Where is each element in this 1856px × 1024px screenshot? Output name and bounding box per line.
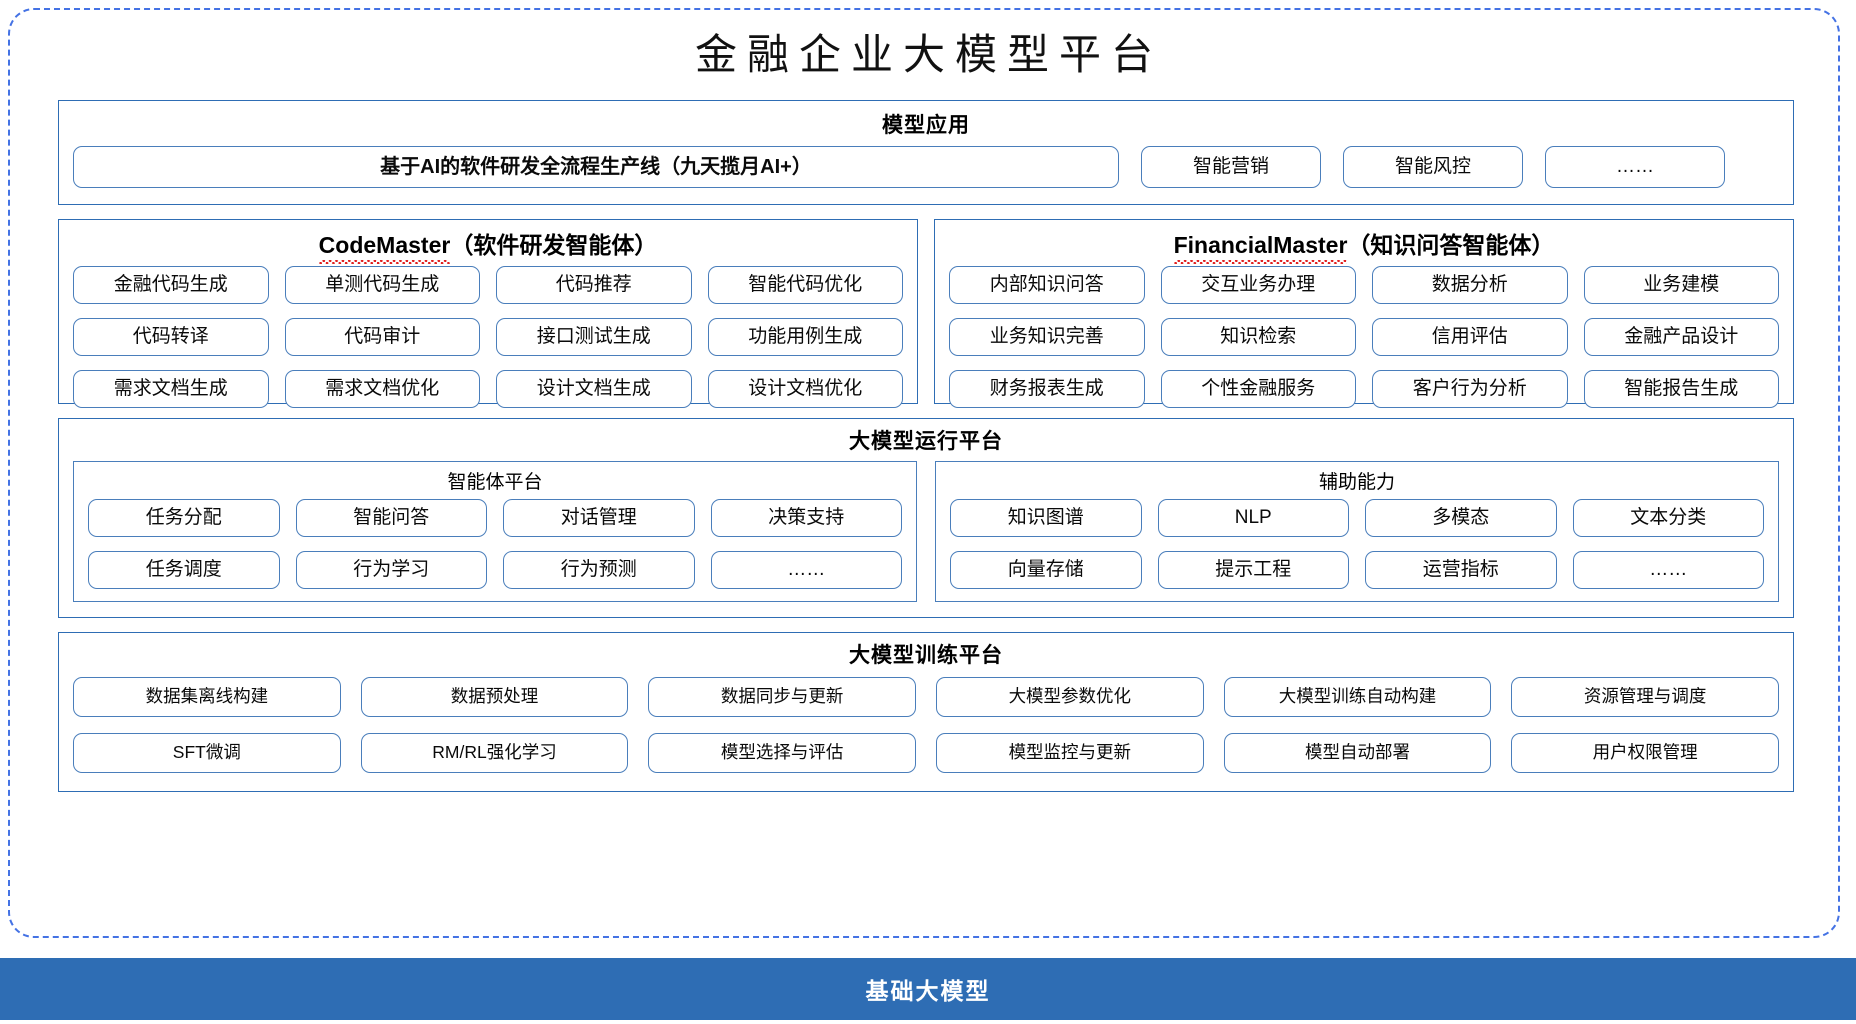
training-pill[interactable]: RM/RL强化学习 (360, 733, 629, 773)
section-training-platform: 大模型训练平台 数据集离线构建 数据预处理 数据同步与更新 大模型参数优化 大模… (58, 632, 1794, 792)
training-pill[interactable]: 数据集离线构建 (73, 677, 341, 717)
runtime-subsection-row: 智能体平台 任务分配 智能问答 对话管理 决策支持 任务调度 行为学习 行为预测… (73, 461, 1779, 602)
training-pill[interactable]: 大模型训练自动构建 (1223, 677, 1492, 717)
capability-pill[interactable]: 业务知识完善 (949, 318, 1145, 356)
agent-suffix-financialmaster: （知识问答智能体） (1347, 232, 1555, 258)
runtime-pill[interactable]: 任务分配 (88, 499, 280, 537)
section-model-application: 模型应用 基于AI的软件研发全流程生产线（九天揽月AI+） 智能营销 智能风控 … (58, 100, 1794, 205)
capability-pill[interactable]: 数据分析 (1372, 266, 1568, 304)
capability-pill[interactable]: 客户行为分析 (1372, 370, 1568, 408)
training-pill[interactable]: 模型监控与更新 (935, 733, 1204, 773)
training-pill[interactable]: 资源管理与调度 (1511, 677, 1779, 717)
runtime-pill-more[interactable]: …… (710, 551, 902, 589)
training-pill[interactable]: 大模型参数优化 (935, 677, 1204, 717)
capability-pill[interactable]: 信用评估 (1372, 318, 1568, 356)
capability-pill[interactable]: 需求文档优化 (284, 370, 480, 408)
capability-pill[interactable]: 智能代码优化 (707, 266, 903, 304)
section-title-training-platform: 大模型训练平台 (849, 644, 1003, 667)
runtime-pill[interactable]: 对话管理 (503, 499, 695, 537)
capability-pill[interactable]: 财务报表生成 (949, 370, 1145, 408)
base-model-label: 基础大模型 (865, 978, 991, 1004)
runtime-pill[interactable]: 提示工程 (1157, 551, 1349, 589)
codemaster-capability-grid: 金融代码生成 单测代码生成 代码推荐 智能代码优化 代码转译 代码审计 接口测试… (73, 266, 903, 408)
capability-pill[interactable]: 业务建模 (1583, 266, 1779, 304)
capability-pill[interactable]: 智能报告生成 (1583, 370, 1779, 408)
capability-pill[interactable]: 代码审计 (284, 318, 480, 356)
capability-pill[interactable]: 功能用例生成 (707, 318, 903, 356)
agent-header-codemaster: CodeMaster（软件研发智能体） (73, 226, 903, 264)
capability-pill[interactable]: 单测代码生成 (284, 266, 480, 304)
runtime-pill[interactable]: 文本分类 (1572, 499, 1764, 537)
section-codemaster: CodeMaster（软件研发智能体） 金融代码生成 单测代码生成 代码推荐 智… (58, 219, 918, 408)
section-title-model-application: 模型应用 (882, 114, 970, 137)
financialmaster-capability-grid: 内部知识问答 交互业务办理 数据分析 业务建模 业务知识完善 知识检索 信用评估… (949, 266, 1779, 408)
section-runtime-platform: 大模型运行平台 智能体平台 任务分配 智能问答 对话管理 决策支持 任务调度 行… (58, 418, 1794, 618)
runtime-pill[interactable]: 行为学习 (295, 551, 487, 589)
capability-pill[interactable]: 知识检索 (1160, 318, 1356, 356)
runtime-pill-more[interactable]: …… (1572, 551, 1764, 589)
capability-pill[interactable]: 代码推荐 (496, 266, 692, 304)
runtime-pill[interactable]: 向量存储 (950, 551, 1142, 589)
subsection-agent-platform: 智能体平台 任务分配 智能问答 对话管理 决策支持 任务调度 行为学习 行为预测… (73, 461, 917, 602)
runtime-pill[interactable]: 运营指标 (1365, 551, 1557, 589)
section-title-runtime-platform: 大模型运行平台 (849, 430, 1003, 453)
subsection-auxiliary-capability: 辅助能力 知识图谱 NLP 多模态 文本分类 向量存储 提示工程 运营指标 …… (935, 461, 1779, 602)
subsection-title-agent-platform: 智能体平台 (447, 472, 543, 493)
subsection-title-auxiliary-capability: 辅助能力 (1318, 472, 1395, 493)
runtime-pill[interactable]: NLP (1157, 499, 1349, 537)
agent-suffix-codemaster: （软件研发智能体） (450, 232, 658, 258)
training-pill[interactable]: 模型自动部署 (1223, 733, 1492, 773)
section-financialmaster: FinancialMaster（知识问答智能体） 内部知识问答 交互业务办理 数… (934, 219, 1794, 408)
capability-pill[interactable]: 接口测试生成 (496, 318, 692, 356)
runtime-pill[interactable]: 任务调度 (88, 551, 280, 589)
training-platform-grid: 数据集离线构建 数据预处理 数据同步与更新 大模型参数优化 大模型训练自动构建 … (73, 677, 1779, 773)
runtime-pill[interactable]: 多模态 (1365, 499, 1557, 537)
app-card-more[interactable]: …… (1545, 146, 1725, 188)
app-card-marketing[interactable]: 智能营销 (1141, 146, 1321, 188)
capability-pill[interactable]: 金融代码生成 (73, 266, 269, 304)
runtime-pill[interactable]: 知识图谱 (950, 499, 1142, 537)
diagram-container: 金融企业大模型平台 模型应用 基于AI的软件研发全流程生产线（九天揽月AI+） … (8, 8, 1840, 938)
training-pill[interactable]: 数据同步与更新 (648, 677, 916, 717)
agent-name-codemaster: CodeMaster (318, 232, 451, 264)
capability-pill[interactable]: 设计文档生成 (496, 370, 692, 408)
app-card-pipeline[interactable]: 基于AI的软件研发全流程生产线（九天揽月AI+） (73, 146, 1119, 188)
agent-header-financialmaster: FinancialMaster（知识问答智能体） (949, 226, 1779, 264)
runtime-pill[interactable]: 决策支持 (710, 499, 902, 537)
capability-pill[interactable]: 代码转译 (73, 318, 269, 356)
capability-pill[interactable]: 金融产品设计 (1583, 318, 1779, 356)
agent-platform-grid: 任务分配 智能问答 对话管理 决策支持 任务调度 行为学习 行为预测 …… (88, 499, 902, 589)
runtime-pill[interactable]: 智能问答 (295, 499, 487, 537)
training-pill[interactable]: SFT微调 (73, 733, 341, 773)
capability-pill[interactable]: 需求文档生成 (73, 370, 269, 408)
runtime-pill[interactable]: 行为预测 (503, 551, 695, 589)
capability-pill[interactable]: 交互业务办理 (1160, 266, 1356, 304)
base-model-bar: 基础大模型 (0, 958, 1856, 1020)
capability-pill[interactable]: 个性金融服务 (1160, 370, 1356, 408)
capability-pill[interactable]: 内部知识问答 (949, 266, 1145, 304)
agent-name-financialmaster: FinancialMaster (1173, 232, 1348, 264)
training-pill[interactable]: 数据预处理 (360, 677, 629, 717)
app-card-riskcontrol[interactable]: 智能风控 (1343, 146, 1523, 188)
training-pill[interactable]: 用户权限管理 (1511, 733, 1779, 773)
capability-pill[interactable]: 设计文档优化 (707, 370, 903, 408)
page-title: 金融企业大模型平台 (694, 33, 1163, 79)
training-pill[interactable]: 模型选择与评估 (648, 733, 916, 773)
model-application-row: 基于AI的软件研发全流程生产线（九天揽月AI+） 智能营销 智能风控 …… (73, 146, 1779, 188)
auxiliary-capability-grid: 知识图谱 NLP 多模态 文本分类 向量存储 提示工程 运营指标 …… (950, 499, 1764, 589)
